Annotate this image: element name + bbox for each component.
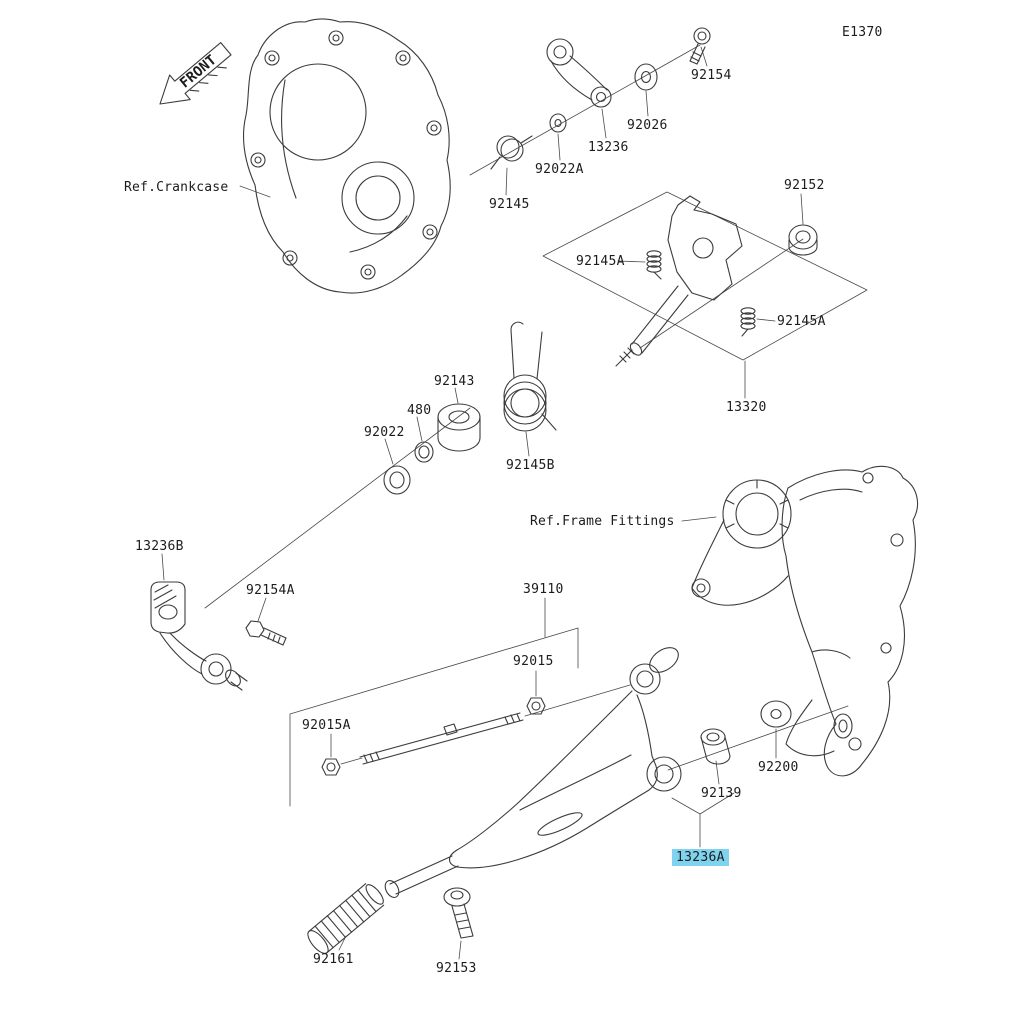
part-label-92154A[interactable]: 92154A bbox=[246, 583, 295, 598]
bolt-92154-drawing bbox=[689, 27, 711, 65]
snap-ring-480-drawing bbox=[414, 441, 434, 463]
crankcase-drawing bbox=[243, 18, 451, 294]
part-label-92200[interactable]: 92200 bbox=[758, 760, 799, 775]
part-label-480[interactable]: 480 bbox=[407, 403, 432, 418]
part-label-92152[interactable]: 92152 bbox=[784, 178, 825, 193]
part-label-92022A[interactable]: 92022A bbox=[535, 162, 584, 177]
front-direction-arrow: FRONT bbox=[159, 42, 232, 105]
part-label-92145[interactable]: 92145 bbox=[489, 197, 530, 212]
diagram-code: E1370 bbox=[842, 25, 883, 40]
front-arrow-text: FRONT bbox=[177, 52, 220, 91]
part-label-92022[interactable]: 92022 bbox=[364, 425, 405, 440]
bolt-92154A-drawing bbox=[245, 620, 287, 646]
part-label-92145B[interactable]: 92145B bbox=[506, 458, 555, 473]
washer-92022-drawing bbox=[383, 465, 411, 495]
part-label-92015A[interactable]: 92015A bbox=[302, 718, 351, 733]
part-label-92161[interactable]: 92161 bbox=[313, 952, 354, 967]
washer-92022A-drawing bbox=[549, 113, 567, 133]
shift-shaft-13320-drawing bbox=[615, 195, 743, 367]
ref-label-crankcase: Ref.Crankcase bbox=[124, 180, 229, 195]
part-label-13236B[interactable]: 13236B bbox=[135, 539, 184, 554]
spring-92145A-upper-drawing bbox=[646, 250, 662, 280]
lever-13236B-drawing bbox=[150, 581, 248, 691]
part-label-92145A-lower[interactable]: 92145A bbox=[777, 314, 826, 329]
lever-13236-drawing bbox=[546, 38, 612, 108]
part-label-13236[interactable]: 13236 bbox=[588, 140, 629, 155]
part-label-13320[interactable]: 13320 bbox=[726, 400, 767, 415]
shift-rod-39110-drawing bbox=[359, 712, 524, 765]
ref-label-frame-fittings: Ref.Frame Fittings bbox=[530, 514, 675, 529]
bushing-92139-drawing bbox=[700, 728, 731, 765]
nut-92015A-drawing bbox=[321, 758, 341, 776]
part-label-13236A[interactable]: 13236A bbox=[672, 849, 729, 866]
leader-lines bbox=[161, 44, 868, 960]
bushing-92143-drawing bbox=[437, 403, 481, 452]
spring-92145B-drawing bbox=[503, 321, 557, 432]
part-label-39110[interactable]: 39110 bbox=[523, 582, 564, 597]
washer-92026-drawing bbox=[634, 63, 658, 91]
part-label-92153[interactable]: 92153 bbox=[436, 961, 477, 976]
collar-92152-drawing bbox=[788, 224, 818, 256]
frame-fittings-drawing bbox=[691, 465, 919, 777]
washer-92200-drawing bbox=[760, 700, 792, 728]
part-label-92154[interactable]: 92154 bbox=[691, 68, 732, 83]
part-label-92139[interactable]: 92139 bbox=[701, 786, 742, 801]
spring-92145-drawing bbox=[490, 135, 533, 170]
gear-change-pedal-13236A-drawing bbox=[384, 647, 682, 898]
part-label-92145A-upper[interactable]: 92145A bbox=[576, 254, 625, 269]
part-label-92143[interactable]: 92143 bbox=[434, 374, 475, 389]
nut-92015-drawing bbox=[526, 697, 546, 715]
pedal-rubber-92161-drawing bbox=[307, 883, 385, 954]
part-label-92026[interactable]: 92026 bbox=[627, 118, 668, 133]
bolt-92153-drawing bbox=[443, 887, 474, 939]
spring-92145A-lower-drawing bbox=[740, 307, 756, 337]
part-label-92015[interactable]: 92015 bbox=[513, 654, 554, 669]
